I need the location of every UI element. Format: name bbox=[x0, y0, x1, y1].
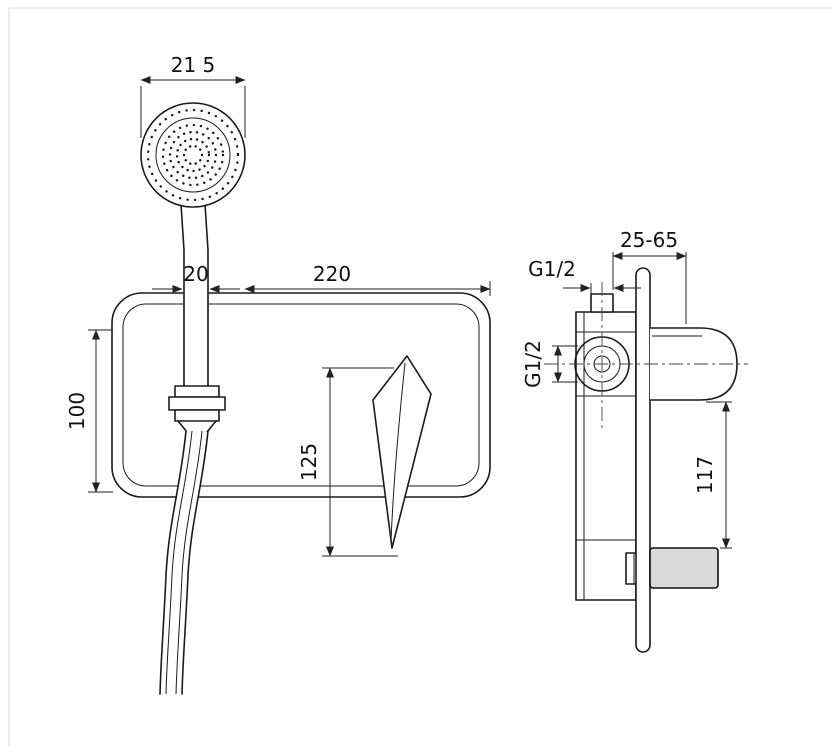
dimension-neck-width: 20 bbox=[152, 262, 240, 293]
body-outline bbox=[575, 311, 637, 601]
dimension-top-thread: G1/2 bbox=[528, 257, 641, 294]
centerlines bbox=[544, 282, 748, 428]
hose-whiteout bbox=[160, 429, 208, 695]
dim-label-side-thread: G1/2 bbox=[521, 340, 545, 388]
mixer-lever bbox=[372, 355, 432, 549]
head-outer-ring bbox=[140, 102, 246, 208]
nut-top bbox=[174, 385, 220, 398]
hose-nut bbox=[168, 385, 226, 433]
dim-label-head-width: 21 5 bbox=[171, 53, 216, 77]
dimension-plate-width: 220 bbox=[244, 262, 491, 296]
hose-outer-left bbox=[159, 430, 187, 695]
dimension-plate-height: 100 bbox=[65, 329, 113, 493]
head-dot-ring-2 bbox=[161, 123, 225, 187]
head-dot-ring-3 bbox=[168, 130, 218, 180]
head-dot-ring-1 bbox=[146, 108, 240, 202]
wall-plate-side bbox=[635, 267, 651, 653]
dimension-install-depth: 25-65 bbox=[612, 228, 687, 324]
nut-middle bbox=[168, 396, 226, 411]
dim-label-plate-width: 220 bbox=[313, 262, 351, 286]
dim-label-top-thread: G1/2 bbox=[528, 257, 576, 281]
hose-inner-left bbox=[165, 430, 193, 695]
front-view: 21 5 20 220 100 125 bbox=[65, 53, 491, 695]
shaft-right-edge bbox=[204, 203, 209, 387]
shower-hose bbox=[159, 429, 209, 695]
head-dot-ring-5 bbox=[182, 144, 204, 166]
dimension-head-width: 21 5 bbox=[140, 53, 246, 138]
dim-label-neck-width: 20 bbox=[183, 262, 208, 286]
dim-label-install-depth: 25-65 bbox=[620, 228, 678, 252]
dimension-spout-height: 117 bbox=[693, 401, 732, 549]
hose-outer-right bbox=[181, 430, 209, 695]
nut-bottom bbox=[174, 409, 220, 422]
head-dot-ring-4 bbox=[175, 137, 211, 173]
dimension-lever-length: 125 bbox=[297, 367, 398, 557]
plate-inner-outline bbox=[122, 303, 480, 487]
shower-head bbox=[140, 102, 246, 208]
page-frame bbox=[8, 7, 832, 746]
nut-cone-left bbox=[177, 420, 188, 433]
shaft-left-edge bbox=[180, 203, 185, 387]
shower-shaft bbox=[180, 203, 209, 389]
head-inner-ring bbox=[155, 117, 231, 193]
lever-handle-side bbox=[649, 547, 719, 589]
hose-inner-right bbox=[175, 430, 203, 695]
lever-shape bbox=[372, 355, 432, 549]
dimension-side-thread: G1/2 bbox=[521, 340, 578, 388]
nut-cone-right bbox=[206, 420, 217, 433]
side-view: 25-65 G1/2 G1/2 117 bbox=[521, 228, 748, 653]
dim-label-spout-height: 117 bbox=[693, 456, 717, 494]
dim-label-lever-length: 125 bbox=[297, 443, 321, 481]
lever-crease bbox=[390, 362, 406, 542]
dim-label-plate-height: 100 bbox=[65, 392, 89, 430]
